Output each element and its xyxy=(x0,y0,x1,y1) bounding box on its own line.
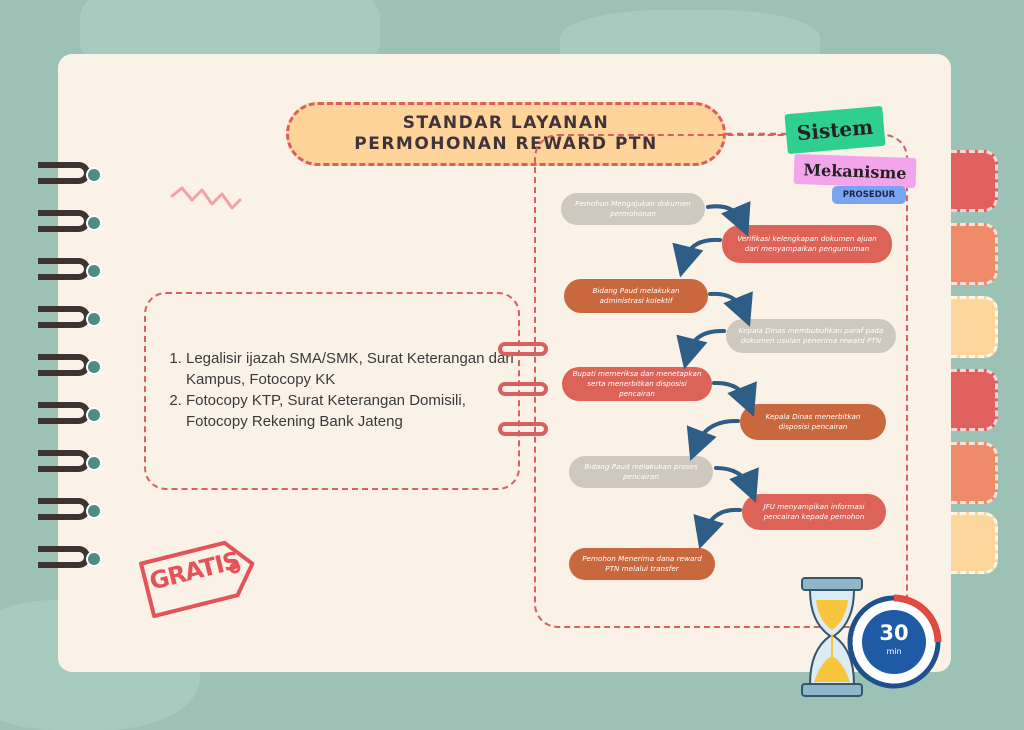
step-1: Pemohon Mengajukan dokumen permohonan xyxy=(561,193,705,225)
clip-icon xyxy=(498,422,548,436)
zigzag-doodle xyxy=(170,186,242,210)
step-5: Bupati memeriksa dan menetapkan serta me… xyxy=(562,367,712,401)
step-6: Kepala Dinas menerbitkan disposisi penca… xyxy=(740,404,886,440)
title-line-1: STANDAR LAYANAN xyxy=(402,113,610,133)
prosedur-badge: PROSEDUR xyxy=(832,186,906,204)
timer-unit: min xyxy=(886,647,902,656)
title-line-2: PERMOHONAN REWARD PTN xyxy=(354,134,658,154)
stopwatch-icon xyxy=(847,594,942,689)
clip-icon xyxy=(498,382,548,396)
requirements-list: Legalisir ijazah SMA/SMK, Surat Keterang… xyxy=(172,348,526,432)
step-2: Verifikasi kelengkapan dokumen ajuan dar… xyxy=(722,225,892,263)
step-4: Kepala Dinas membubuhkan paraf pada doku… xyxy=(726,319,896,353)
requirement-item: Legalisir ijazah SMA/SMK, Surat Keterang… xyxy=(186,348,526,390)
requirement-item: Fotocopy KTP, Surat Keterangan Domisili,… xyxy=(186,390,526,432)
step-7: Bidang Paud melakukan proses pencairan xyxy=(569,456,713,488)
price-tag-icon xyxy=(139,540,255,619)
step-9: Pemohon Menerima dana reward PTN melalui… xyxy=(569,548,715,580)
gratis-stamp: GRATIS xyxy=(133,529,264,625)
procedure-flow-box xyxy=(534,134,908,628)
timer-value: 30 xyxy=(879,621,909,645)
requirements-box: Legalisir ijazah SMA/SMK, Surat Keterang… xyxy=(144,292,520,490)
step-3: Bidang Paud melakukan administrasi kolek… xyxy=(564,279,708,313)
clip-icon xyxy=(498,342,548,356)
hourglass-icon xyxy=(801,577,863,697)
step-8: JFU menyampikan informasi pencairan kepa… xyxy=(742,494,886,530)
